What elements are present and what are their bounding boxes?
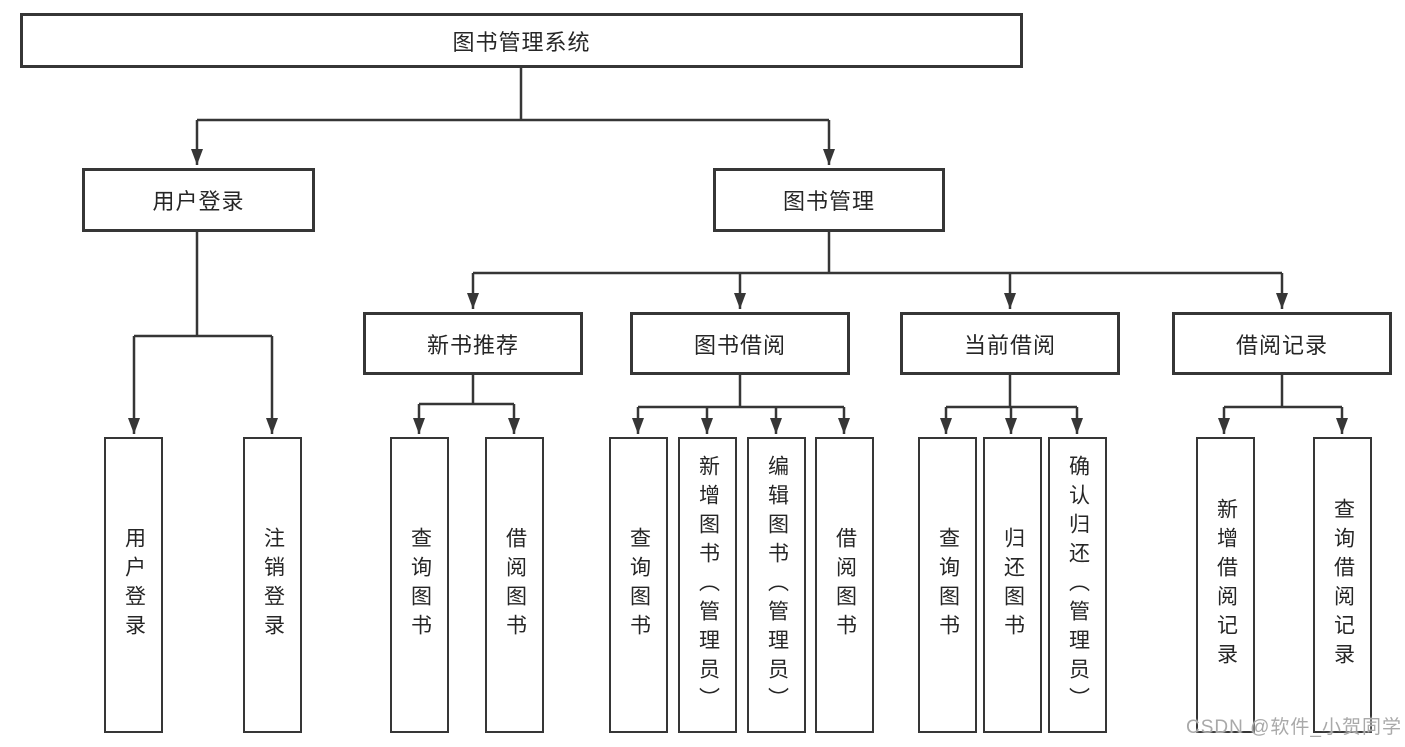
leaf-borrow-books-recommend: 借阅图书	[485, 437, 544, 733]
leaf-edit-books-admin: 编辑图书（管理员）	[747, 437, 806, 733]
leaf-query-books-current: 查询图书	[918, 437, 977, 733]
node-root: 图书管理系统	[20, 13, 1023, 68]
leaf-query-books-borrow: 查询图书	[609, 437, 668, 733]
leaf-add-books-admin: 新增图书（管理员）	[678, 437, 737, 733]
node-borrowing-records: 借阅记录	[1172, 312, 1392, 375]
node-new-book-recommendation: 新书推荐	[363, 312, 583, 375]
node-current-borrowing: 当前借阅	[900, 312, 1120, 375]
node-user-login: 用户登录	[82, 168, 315, 232]
leaf-borrow-books: 借阅图书	[815, 437, 874, 733]
leaf-logout: 注销登录	[243, 437, 302, 733]
leaf-confirm-return-admin: 确认归还（管理员）	[1048, 437, 1107, 733]
leaf-return-books: 归还图书	[983, 437, 1042, 733]
leaf-query-borrow-record: 查询借阅记录	[1313, 437, 1372, 733]
leaf-query-books-recommend: 查询图书	[390, 437, 449, 733]
watermark-text: CSDN @软件_小贺同学	[1186, 717, 1402, 738]
leaf-add-borrow-record: 新增借阅记录	[1196, 437, 1255, 733]
node-book-management: 图书管理	[713, 168, 945, 232]
node-book-borrowing: 图书借阅	[630, 312, 850, 375]
leaf-user-login: 用户登录	[104, 437, 163, 733]
